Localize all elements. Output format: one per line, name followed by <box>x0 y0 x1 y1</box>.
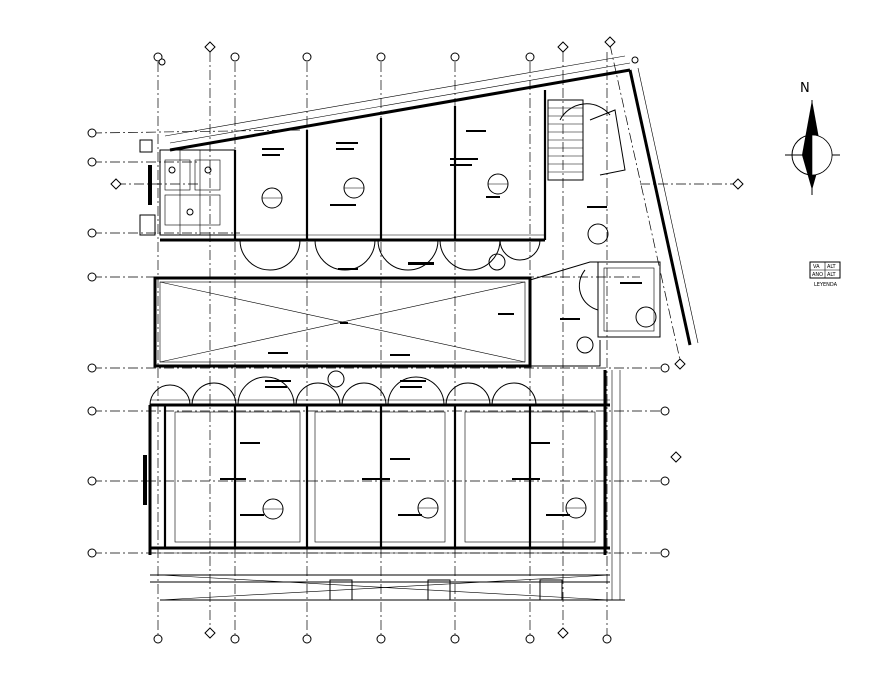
central-courtyard <box>153 261 601 368</box>
upper-wing-walls <box>160 55 699 346</box>
annotation-marks <box>220 130 642 516</box>
lower-door-swings <box>149 376 537 406</box>
legend-bottom-right: ALT <box>827 272 837 278</box>
legend-caption: LEYENDA <box>814 282 838 288</box>
restroom-block <box>139 139 236 236</box>
legend-box: VA ALT ANO ALT LEYENDA <box>809 261 841 288</box>
grid-bubbles-left <box>87 128 122 558</box>
grid-bubbles-top <box>153 36 639 66</box>
room-fixtures <box>261 173 657 520</box>
legend-top-left: VA <box>813 264 820 270</box>
grid-bubbles-right <box>660 178 744 558</box>
legend-bottom-left: ANO <box>812 272 823 278</box>
north-arrow: N <box>785 81 840 195</box>
upper-door-swings <box>239 239 599 311</box>
lower-wing-walls <box>143 370 625 601</box>
legend-top-right: ALT <box>827 264 837 270</box>
grid-bubbles-bottom <box>153 627 612 644</box>
north-label: N <box>800 81 810 96</box>
